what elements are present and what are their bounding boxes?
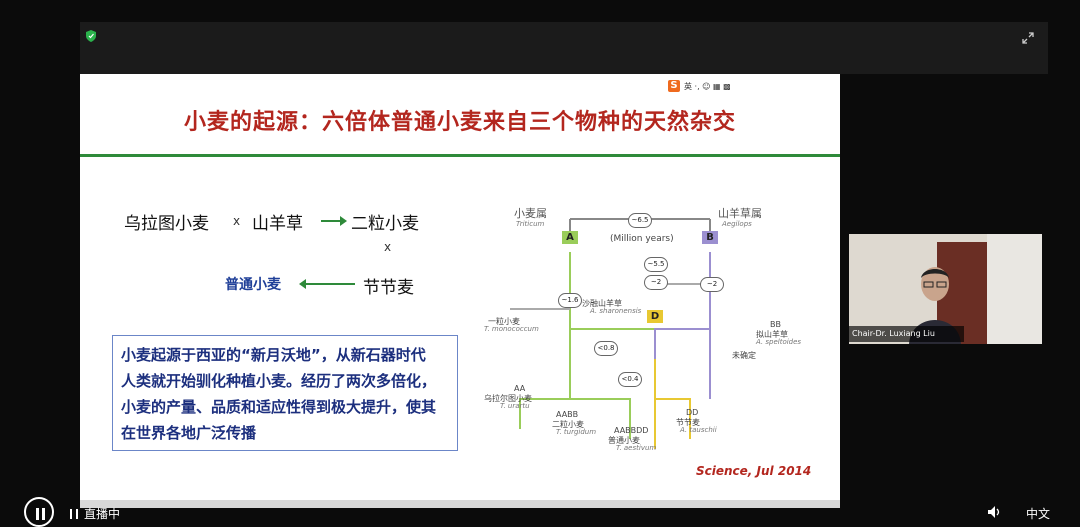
speaker-name-tag: Chair-Dr. Luxiang Liu	[849, 326, 964, 342]
presentation-slide: S 英 ·, ☺ ▦ ▩ 小麦的起源：六倍体普通小麦来自三个物种的天然杂交 乌拉…	[80, 74, 840, 500]
sharonensis-cn: 沙融山羊草	[582, 299, 622, 308]
divergence-oval: ~5.5	[644, 257, 668, 272]
urartu-la: T. urartu	[500, 402, 530, 410]
tauschii-cn: 节节麦	[676, 418, 700, 427]
cross-symbol-2: x	[384, 240, 392, 254]
video-wall	[987, 234, 1042, 344]
tauschii-code: DD	[686, 408, 699, 417]
tree-lines	[510, 218, 711, 449]
player-top-bar	[80, 22, 1048, 74]
info-line: 在世界各地广泛传播	[121, 424, 257, 442]
divergence-oval: <0.8	[594, 341, 618, 356]
million-years-label: (Million years)	[610, 234, 674, 244]
sogou-logo-icon: S	[668, 80, 680, 92]
slide-title: 小麦的起源：六倍体普通小麦来自三个物种的天然杂交	[183, 110, 736, 135]
branch-urartu	[519, 398, 570, 429]
live-icon	[70, 508, 78, 519]
turgidum-cn: 二粒小麦	[552, 420, 584, 429]
speltoides-code: BB	[770, 320, 781, 329]
language-selector[interactable]: 中文	[1026, 507, 1051, 521]
info-line: 小麦的产量、品质和适应性得到极大提升，使其	[121, 398, 437, 416]
genome-a-box: A	[562, 231, 578, 244]
turgidum-code: AABB	[556, 410, 579, 419]
species-emmer: 二粒小麦	[351, 214, 419, 234]
speltoides-la: A. speltoides	[756, 338, 802, 346]
arrow-right	[321, 216, 347, 226]
live-label: 直播中	[84, 507, 121, 521]
genome-b-box: B	[702, 231, 718, 244]
divergence-oval: ~2	[700, 277, 724, 292]
divergence-oval: ~2	[644, 275, 668, 290]
species-urartu: 乌拉图小麦	[124, 214, 209, 234]
left-black-margin	[0, 0, 80, 496]
volume-icon[interactable]	[987, 505, 1001, 519]
info-box: 小麦起源于西亚的“新月沃地”，从新石器时代 人类就开始驯化种植小麦。经历了两次多…	[112, 335, 458, 451]
live-status: 直播中	[70, 505, 120, 522]
sharonensis-la: A. sharonensis	[590, 307, 642, 315]
urartu-code: AA	[514, 384, 526, 393]
shield-icon	[86, 30, 96, 42]
aestivum-cn: 普通小麦	[608, 436, 640, 445]
monococcum-la: T. monococcum	[484, 325, 539, 333]
branch-b-to-d	[654, 328, 710, 379]
title-divider	[80, 154, 840, 157]
slide-bottom-strip	[80, 500, 840, 508]
divergence-oval: ~6.5	[628, 213, 652, 228]
aegilops-la: Aegilops	[722, 220, 752, 228]
species-common-wheat: 普通小麦	[225, 277, 281, 293]
info-line: 小麦起源于西亚的“新月沃地”，从新石器时代	[121, 346, 426, 364]
genome-d-box: D	[647, 310, 663, 323]
turgidum-la: T. turgidum	[556, 428, 597, 436]
aestivum-la: T. aestivum	[616, 444, 657, 452]
species-tauschii: 节节麦	[363, 278, 414, 298]
speltoides-cn: 拟山羊草	[756, 330, 788, 339]
aestivum-code: AABBDD	[614, 426, 649, 435]
pause-button[interactable]	[24, 497, 54, 527]
branch-tauschii	[655, 398, 691, 439]
speaker-video[interactable]: Chair-Dr. Luxiang Liu	[849, 234, 1042, 344]
aegilops-cn: 山羊草属	[718, 207, 762, 220]
species-aegilops: 山羊草	[252, 214, 303, 234]
branch-emmer	[569, 339, 631, 439]
info-line: 人类就开始驯化种植小麦。经历了两次多倍化，	[121, 372, 437, 390]
urartu-cn: 乌拉尔图小麦	[484, 394, 532, 403]
divergence-oval: <0.4	[618, 372, 642, 387]
cross-symbol-1: x	[233, 214, 241, 228]
monococcum-cn: 一粒小麦	[488, 317, 520, 326]
citation: Science, Jul 2014	[696, 464, 812, 478]
undetermined-label: 未确定	[732, 351, 756, 360]
tauschii-la: A. tauschii	[680, 426, 717, 434]
divergence-oval: ~1.6	[558, 293, 582, 308]
ime-toolbar[interactable]: S 英 ·, ☺ ▦ ▩	[668, 78, 760, 94]
ime-label: 英 ·, ☺ ▦ ▩	[684, 81, 731, 91]
arrow-left	[299, 279, 355, 289]
triticum-la: Triticum	[516, 220, 545, 228]
triticum-cn: 小麦属	[514, 207, 547, 220]
fullscreen-icon[interactable]	[1022, 32, 1034, 44]
